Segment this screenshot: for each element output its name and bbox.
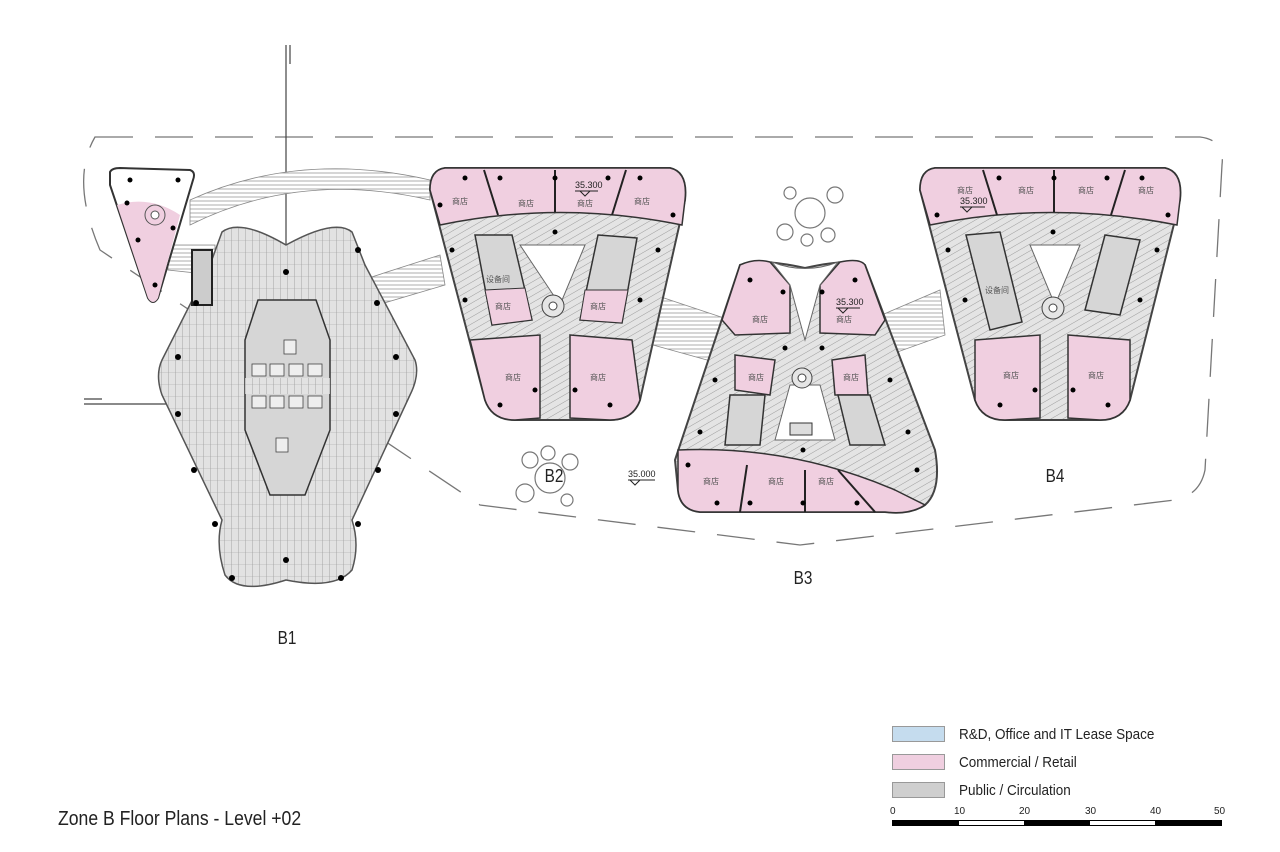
svg-text:商店: 商店 (590, 372, 606, 382)
svg-text:商店: 商店 (748, 372, 764, 382)
svg-text:设备间: 设备间 (486, 274, 510, 284)
tree-top (776, 186, 844, 247)
svg-text:商店: 商店 (957, 185, 973, 195)
svg-text:商店: 商店 (703, 476, 719, 486)
legend-item-office: R&D, Office and IT Lease Space (892, 720, 1176, 748)
svg-text:设备间: 设备间 (985, 285, 1009, 295)
building-label-b4: B4 (1045, 466, 1065, 486)
tree-b2 (515, 445, 579, 507)
svg-text:商店: 商店 (590, 301, 606, 311)
svg-text:商店: 商店 (818, 476, 834, 486)
scale-tick: 50 (1214, 806, 1226, 817)
building-b4: 商店 商店 商店 商店 商店 商店 设备间 35.300 (918, 167, 1182, 421)
scale-tick: 40 (1150, 806, 1162, 817)
svg-text:35.300: 35.300 (575, 180, 603, 190)
svg-text:商店: 商店 (1018, 185, 1034, 195)
svg-text:商店: 商店 (768, 476, 784, 486)
svg-text:35.300: 35.300 (960, 196, 988, 206)
building-label-b2: B2 (544, 466, 564, 486)
scale-tick: 0 (890, 806, 896, 817)
svg-text:商店: 商店 (752, 314, 768, 324)
page-title: Zone B Floor Plans - Level +02 (58, 808, 302, 830)
svg-text:35.300: 35.300 (836, 297, 864, 307)
scale-bar-segments (892, 820, 1222, 826)
scale-tick: 20 (1019, 806, 1031, 817)
building-label-b1: B1 (277, 628, 297, 648)
bridge-top (189, 168, 431, 226)
pavilion-retail (117, 201, 180, 302)
legend: R&D, Office and IT Lease Space Commercia… (892, 720, 1176, 804)
svg-text:商店: 商店 (452, 196, 468, 206)
legend-label: Public / Circulation (959, 781, 1071, 799)
scale-tick: 10 (954, 806, 966, 817)
building-b3: 商店 商店 商店 商店 商店 商店 商店 35.300 (673, 259, 938, 514)
svg-text:商店: 商店 (495, 301, 511, 311)
swatch-office (892, 726, 945, 742)
svg-text:商店: 商店 (518, 198, 534, 208)
svg-text:商店: 商店 (836, 314, 852, 324)
building-b1 (157, 226, 418, 588)
svg-text:商店: 商店 (1078, 185, 1094, 195)
building-b2: 商店 商店 商店 商店 商店 商店 商店 商店 设备间 35.300 (428, 167, 687, 421)
svg-text:商店: 商店 (843, 372, 859, 382)
legend-label: R&D, Office and IT Lease Space (959, 725, 1155, 743)
scale-tick: 30 (1085, 806, 1097, 817)
scale-bar: 0 10 20 30 40 50 (890, 806, 1226, 836)
svg-text:商店: 商店 (1088, 370, 1104, 380)
legend-item-public: Public / Circulation (892, 776, 1176, 804)
svg-text:商店: 商店 (634, 196, 650, 206)
svg-text:商店: 商店 (1138, 185, 1154, 195)
svg-text:商店: 商店 (577, 198, 593, 208)
swatch-retail (892, 754, 945, 770)
building-label-b3: B3 (793, 568, 813, 588)
svg-text:35.000: 35.000 (628, 469, 656, 479)
site-boundary (83, 136, 1223, 546)
swatch-public (892, 782, 945, 798)
svg-text:商店: 商店 (1003, 370, 1019, 380)
legend-label: Commercial / Retail (959, 753, 1077, 771)
svg-text:商店: 商店 (505, 372, 521, 382)
legend-item-retail: Commercial / Retail (892, 748, 1176, 776)
